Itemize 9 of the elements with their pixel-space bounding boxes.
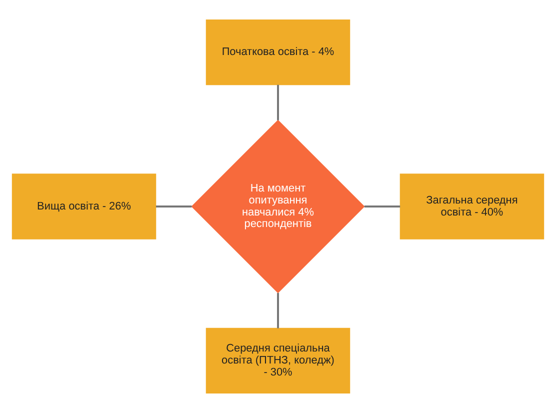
connector	[277, 292, 279, 328]
connector	[156, 205, 192, 207]
node-box: Вища освіта - 26%	[12, 173, 156, 239]
node-box: Загальна середня освіта - 40%	[400, 173, 544, 239]
connector	[277, 84, 279, 120]
node-box: Початкова освіта - 4%	[206, 18, 350, 85]
connector	[364, 205, 400, 207]
node-diamond: На момент опитування навчалися 4% респондентів	[191, 119, 365, 293]
node-box: Середня спеціальна освіта (ПТНЗ, коледж) - 30%	[206, 327, 350, 394]
